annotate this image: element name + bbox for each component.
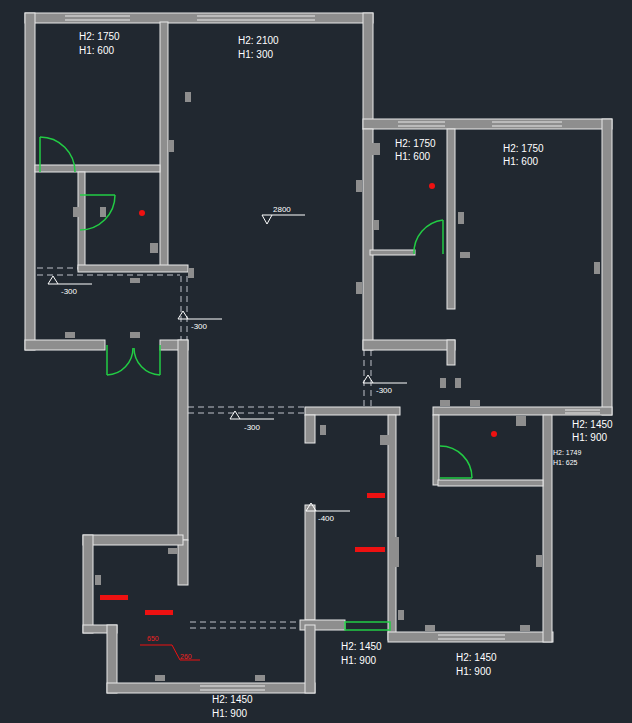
plan-label: H2: 1750 — [79, 31, 120, 42]
plan-label: H2: 1450 — [341, 641, 382, 652]
plan-label: 650 — [147, 635, 159, 643]
red-dims — [140, 645, 200, 660]
plan-label: -400 — [318, 514, 334, 523]
plan-label: H1: 900 — [572, 432, 607, 443]
plan-label: H2: 2100 — [238, 35, 279, 46]
fixtures — [65, 92, 600, 681]
plan-label: H1: 900 — [341, 655, 376, 666]
plan-label: H2: 1750 — [395, 138, 436, 149]
plan-label: 260 — [180, 653, 192, 661]
plan-label: -300 — [191, 322, 207, 331]
plan-label: -300 — [244, 423, 260, 432]
plan-label: H1: 600 — [395, 151, 430, 162]
level-marks — [48, 215, 407, 511]
plan-label: H2: 1749 — [553, 449, 581, 457]
red-marks — [100, 183, 497, 615]
plan-label: H1: 600 — [503, 156, 538, 167]
plan-label: 2800 — [273, 205, 291, 214]
doors — [40, 137, 472, 630]
plan-label: H1: 300 — [238, 49, 273, 60]
plan-label: -300 — [61, 287, 77, 296]
plan-label: -300 — [376, 386, 392, 395]
plan-label: H1: 900 — [212, 708, 247, 719]
plan-label: H1: 600 — [79, 45, 114, 56]
plan-label: H2: 1450 — [212, 694, 253, 705]
windows — [65, 16, 600, 690]
plan-label: H1: 625 — [553, 459, 578, 467]
plan-label: H2: 1450 — [572, 419, 613, 430]
plan-label: H2: 1450 — [456, 652, 497, 663]
walls — [25, 13, 612, 693]
plan-label: H1: 900 — [456, 666, 491, 677]
plan-label: H2: 1750 — [503, 143, 544, 154]
